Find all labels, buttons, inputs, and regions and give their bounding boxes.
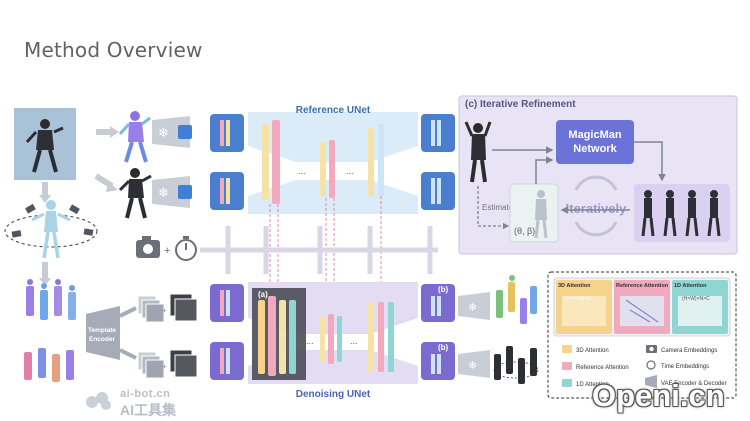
latent-block [210,114,455,210]
watermark-openi: Openi.cn [592,378,725,413]
person-figure [464,121,492,183]
svg-text:❄: ❄ [158,185,169,200]
svg-text:❄: ❄ [158,125,169,140]
label-b: (b) [438,285,449,294]
legend-item-vae: VAE Encoder & Decoder [661,381,727,387]
legend-item-reference-attention: Reference Attention [576,365,629,371]
plus-icon: + [164,245,170,257]
vae-icon [645,375,657,388]
feature-stack [137,293,198,379]
arrow-down-icon [39,182,51,203]
plus-icon: + [162,306,167,315]
arrow-down-icon [634,141,666,182]
output-rgb-views [493,346,539,384]
estimate-label: Estimate [482,203,514,212]
template-encoder-line2: Encoder [89,336,115,343]
timer-icon [175,236,197,261]
reference-unet-label: Reference UNet [296,105,371,116]
timer-icon [646,360,656,370]
svg-text:❄: ❄ [468,302,477,314]
multiview-figures [641,190,721,237]
magicman-network-box [556,120,634,164]
snowflake-icon: ❄ ❄ [468,302,477,372]
denoising-unet-label: Denoising UNet [296,389,371,400]
legend-box-1d-attention-title: 1D Attention [674,283,707,289]
estimate-arrow [477,186,510,230]
arrow-down-icon [39,262,51,286]
network-label-line2: Network [573,143,617,155]
watermark-ai-bot-name: AI工具集 [120,402,176,418]
legend-box-3d-attention-title: 3D Attention [558,283,591,289]
cycle-arrows-icon [574,175,618,237]
legend-item-time-embeddings: Time Embeddings [661,364,709,370]
multiview-output-box [634,184,730,242]
network-label-line1: MagicMan [568,129,621,141]
legend-keys [562,345,572,387]
plus-icon: + [162,362,167,371]
legend-box-reference-attention-title: Reference Attention [616,283,669,289]
legend-box-3d-formula: (F×H×W)×C [564,296,591,302]
input-image [14,108,76,180]
iterative-refinement-title: (c) Iterative Refinement [465,99,576,110]
person-figure [118,168,152,219]
label-a: (a) [258,290,268,299]
output-normal-views [496,275,537,324]
label-b: (b) [438,343,449,352]
legend-panel [547,271,737,399]
vae-decoder [458,292,490,378]
arrow-right-icon [94,126,119,192]
ellipsis: ... [298,166,306,176]
watermark-logo [86,392,111,410]
camera-icon [646,345,657,353]
legend-item-camera-embeddings: Camera Embeddings [661,348,717,354]
arrow-up-icon [535,156,554,184]
ellipsis: ... [306,336,314,346]
template-encoder [86,306,120,360]
denoising-blocks [258,296,394,376]
legend-item-3d-attention: 3D Attention [576,348,609,354]
legend-item-1d-attention: 1D Attention [576,382,609,388]
page-title: Method Overview [24,38,203,62]
conditioning-arrows [200,226,438,274]
reference-unet [248,112,418,214]
multiview-normal-inputs [26,279,76,320]
normal-map-figure [118,111,151,163]
vae-encoder-top [152,116,192,148]
ellipsis: ... [350,336,358,346]
svg-text:❄: ❄ [468,360,477,372]
smpl-figure [534,190,548,239]
legend-box-1d-formula: (H×W)×N×C [682,296,710,302]
arrow-right-icon [119,306,137,360]
template-encoder-line1: Template [88,327,116,334]
vae-encoder-mid [152,176,192,208]
iteratively-label: Iteratively [566,201,627,216]
latent-block [210,284,455,380]
ellipsis: ... [346,166,354,176]
watermark-ai-bot-domain: ai-bot.cn [120,388,171,400]
theta-beta-label: (θ, β) [514,226,535,236]
camera-ring [4,200,98,259]
multiview-rgb-inputs [24,348,74,382]
snowflake-icon: ❄ ❄ [158,125,169,200]
camera-icon [136,236,160,258]
